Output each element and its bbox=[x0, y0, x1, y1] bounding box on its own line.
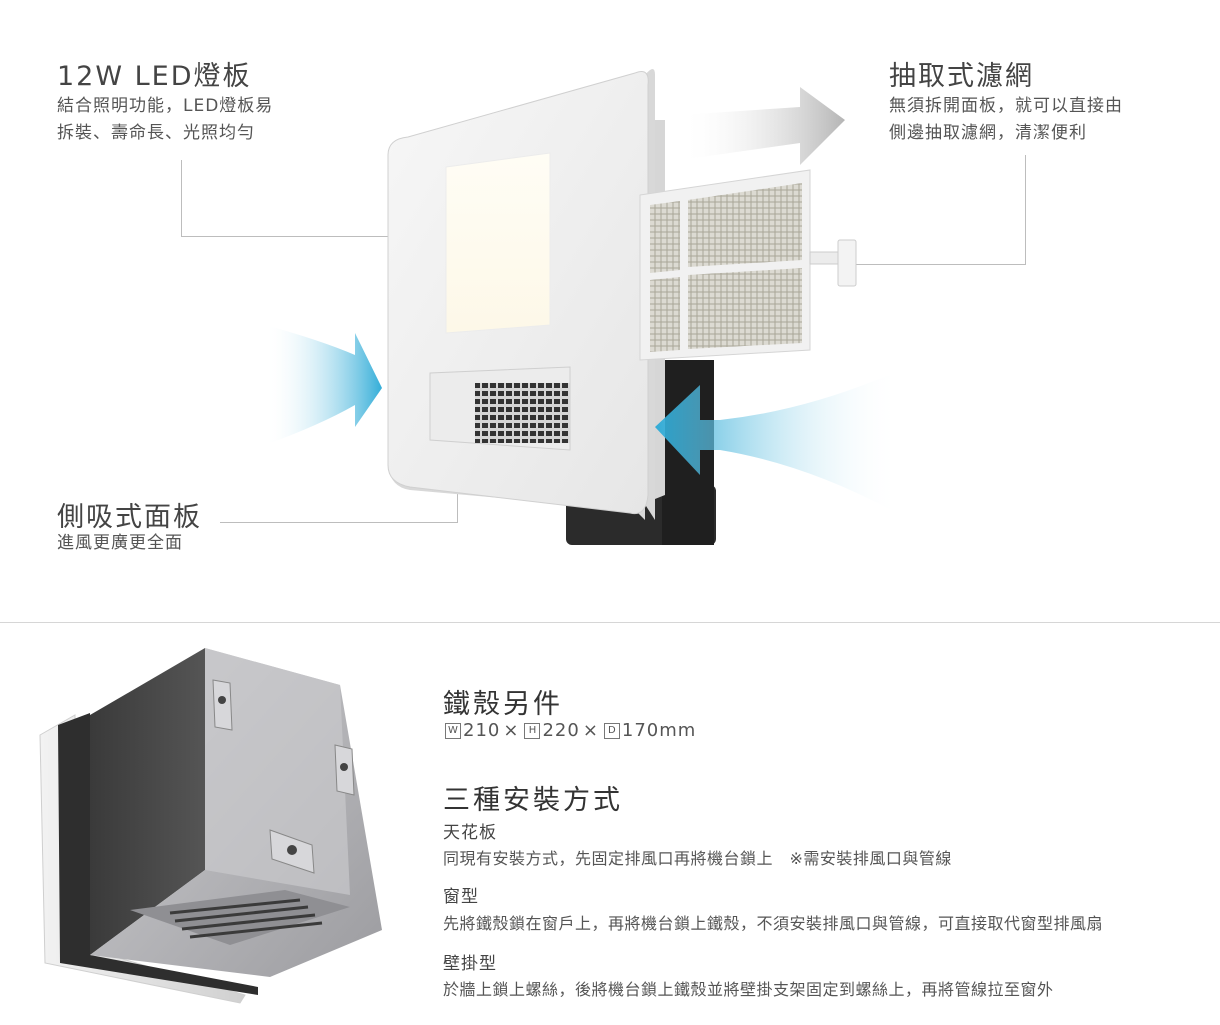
feature-filter-title: 抽取式濾網 bbox=[889, 61, 1034, 92]
leader-line-panel-h bbox=[220, 522, 457, 523]
housing-title: 鐵殼另件 bbox=[443, 689, 563, 720]
install-method-window-name: 窗型 bbox=[443, 887, 479, 907]
install-method-ceiling-name: 天花板 bbox=[443, 823, 497, 843]
dim-separator-1: × bbox=[503, 720, 520, 741]
height-label: H bbox=[524, 722, 541, 739]
leader-line-filter-h bbox=[855, 264, 1026, 265]
depth-label: D bbox=[603, 722, 620, 739]
steel-housing-image bbox=[39, 648, 382, 1004]
housing-dimensions: W 210 × H 220 × D 170mm bbox=[443, 720, 696, 741]
feature-led-desc-1: 結合照明功能，LED燈板易 bbox=[57, 96, 274, 116]
width-label: W bbox=[445, 722, 461, 739]
width-value: 210 bbox=[463, 720, 501, 741]
install-method-wall-name: 壁掛型 bbox=[443, 954, 497, 974]
leader-line-led-v bbox=[181, 160, 182, 237]
leader-line-panel-v bbox=[457, 488, 458, 523]
install-title: 三種安裝方式 bbox=[443, 785, 623, 816]
dim-separator-2: × bbox=[582, 720, 599, 741]
intake-arrow-left-icon bbox=[265, 325, 382, 445]
intake-arrow-right-icon bbox=[655, 370, 900, 515]
leader-line-filter-v bbox=[1025, 155, 1026, 265]
fan-product-image bbox=[265, 69, 900, 545]
install-method-ceiling-desc: 同現有安裝方式，先固定排風口再將機台鎖上 ※需安裝排風口與管線 bbox=[443, 849, 952, 868]
leader-line-led-h bbox=[181, 236, 446, 237]
depth-value: 170mm bbox=[621, 720, 697, 741]
feature-panel-title: 側吸式面板 bbox=[57, 502, 202, 533]
feature-panel-desc: 進風更廣更全面 bbox=[57, 533, 183, 553]
feature-filter-desc-2: 側邊抽取濾網，清潔便利 bbox=[889, 123, 1087, 143]
section-divider bbox=[0, 622, 1220, 623]
install-method-wall-desc: 於牆上鎖上螺絲，後將機台鎖上鐵殼並將壁掛支架固定到螺絲上，再將管線拉至窗外 bbox=[443, 980, 1054, 999]
feature-filter-desc-1: 無須拆開面板，就可以直接由 bbox=[889, 96, 1123, 116]
exhaust-arrow-icon bbox=[680, 87, 845, 165]
height-value: 220 bbox=[542, 720, 580, 741]
feature-led-desc-2: 拆裝、壽命長、光照均勻 bbox=[57, 123, 255, 143]
feature-led-title: 12W LED燈板 bbox=[57, 61, 252, 92]
install-method-window-desc: 先將鐵殼鎖在窗戶上，再將機台鎖上鐵殼，不須安裝排風口與管線，可直接取代窗型排風扇 bbox=[443, 914, 1104, 933]
